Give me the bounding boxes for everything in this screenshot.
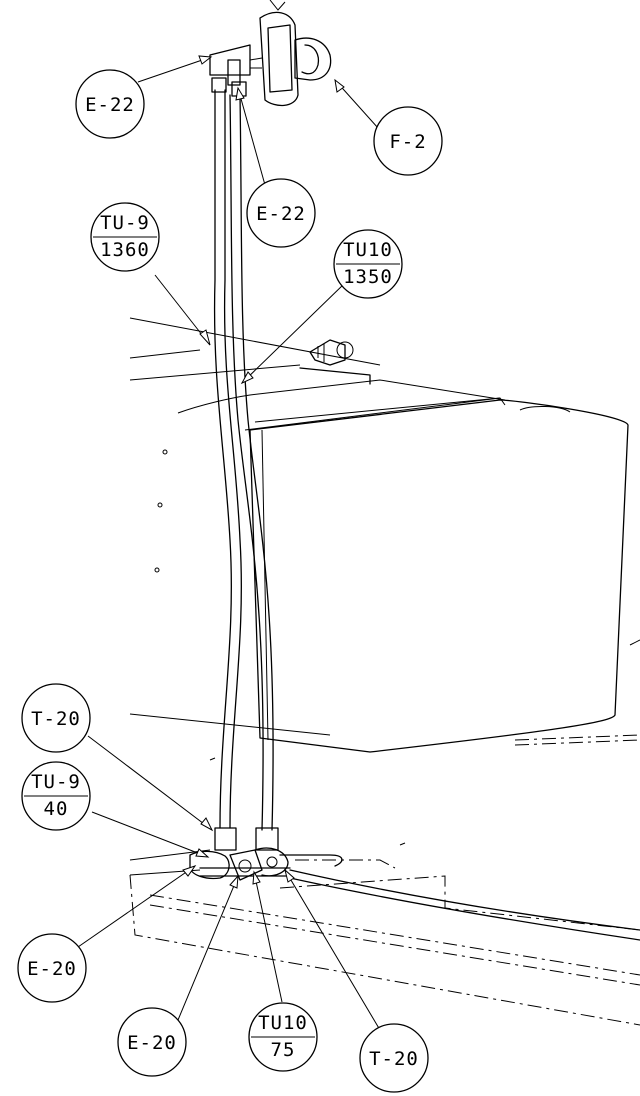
callout-t20-left: T-20 <box>21 683 91 753</box>
callout-tu10-1350: TU10 1350 <box>333 229 403 299</box>
callout-e20-left: E-20 <box>17 933 87 1003</box>
frame-structure <box>129 317 640 736</box>
callout-tu10-75-bottom: 75 <box>271 1039 296 1061</box>
tank-fitting <box>309 339 354 366</box>
callout-tu10-1350-bottom: 1350 <box>343 266 393 288</box>
base-frame <box>129 734 640 1026</box>
callout-e22-mid-label: E-22 <box>256 203 306 225</box>
bottom-fittings <box>189 827 291 881</box>
callout-t20-right-label: T-20 <box>369 1048 419 1070</box>
callout-tu9-1360-top: TU-9 <box>100 212 150 234</box>
callout-tu9-40-top: TU-9 <box>31 771 81 793</box>
callout-tu9-40: TU-9 40 <box>21 761 91 831</box>
tank-body <box>249 397 629 753</box>
callout-e22-top: E-22 <box>75 69 145 139</box>
callout-e20-left-label: E-20 <box>27 958 77 980</box>
callout-e22-mid: E-22 <box>246 178 316 248</box>
callout-tu10-1350-top: TU10 <box>343 239 393 261</box>
callout-tu9-40-bottom: 40 <box>44 798 69 820</box>
top-valve-assembly <box>209 0 332 107</box>
callout-f2-label: F-2 <box>389 131 426 153</box>
tube-tu10 <box>229 94 274 831</box>
tube-tu9 <box>213 89 242 829</box>
callout-tu10-75: TU10 75 <box>248 1002 318 1072</box>
callout-e20-mid-label: E-20 <box>127 1032 177 1054</box>
callout-tu9-1360-bottom: 1360 <box>100 239 150 261</box>
callout-tu9-1360: TU-9 1360 <box>90 202 160 272</box>
callout-t20-right: T-20 <box>359 1023 429 1093</box>
leader-lines <box>77 55 381 1031</box>
callout-e22-top-label: E-22 <box>85 94 135 116</box>
callout-tu10-75-top: TU10 <box>258 1012 308 1034</box>
callout-e20-mid: E-20 <box>117 1007 187 1077</box>
callout-f2: F-2 <box>373 106 443 176</box>
callout-t20-left-label: T-20 <box>31 708 81 730</box>
